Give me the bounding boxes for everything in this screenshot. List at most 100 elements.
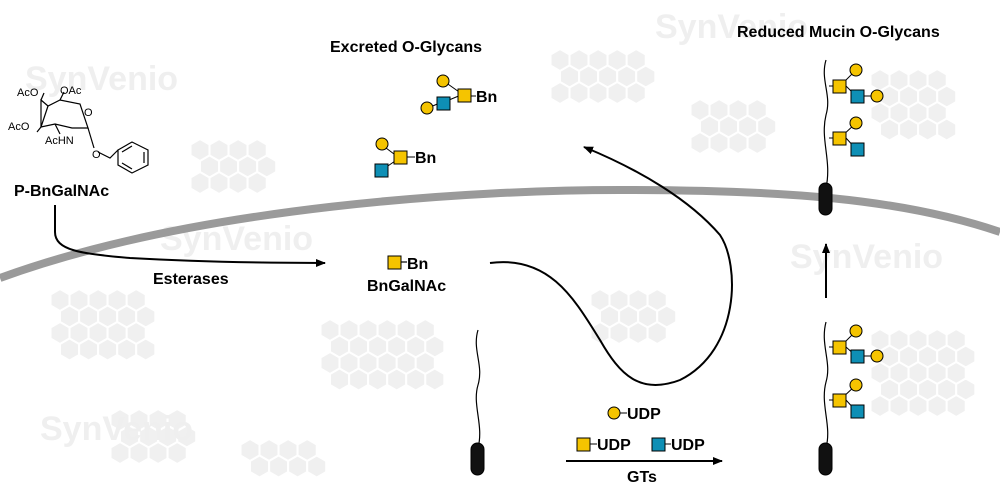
mucin-surface xyxy=(818,59,884,216)
background-hexagon xyxy=(936,117,958,142)
chem-aco-left: AcO xyxy=(8,121,30,133)
mucin-anchor xyxy=(818,442,833,476)
background-hexagon xyxy=(608,320,630,346)
watermark-group: SynVenio SynVenio SynVenio SynVenio SynV… xyxy=(25,8,943,448)
background-hexagon xyxy=(97,337,119,362)
mucin-inner-naked xyxy=(470,329,485,476)
background-hexagon xyxy=(587,80,609,106)
galactose-circle xyxy=(849,378,863,392)
background-hexagon xyxy=(627,320,649,346)
excreted-glycan-1 xyxy=(420,74,476,115)
chem-o-ring: O xyxy=(84,107,93,119)
prodrug-label: P-BnGalNAc xyxy=(14,183,109,200)
background-hexagon xyxy=(708,130,730,156)
background-hexagon xyxy=(424,367,446,392)
mucin-inner-glycosylated xyxy=(818,321,884,476)
chem-aco-top: AcO xyxy=(17,87,39,99)
background-hexagon xyxy=(727,130,749,156)
galactose-circle xyxy=(870,89,884,103)
galnac-square xyxy=(832,340,847,355)
udp-circle-label: UDP xyxy=(627,406,661,423)
background-hexagon xyxy=(879,117,901,142)
background-hexagon xyxy=(189,170,211,196)
mucin-anchor xyxy=(818,182,833,216)
background-hexagon xyxy=(287,454,309,479)
udp-yellow-label: UDP xyxy=(597,437,631,454)
background-hexagon xyxy=(329,367,351,392)
chem-o-link: O xyxy=(92,149,101,161)
chem-achn: AcHN xyxy=(45,135,74,147)
galnac-square xyxy=(832,79,847,94)
background-hexagon xyxy=(306,454,328,479)
background-hexagon xyxy=(78,337,100,362)
galnac-square xyxy=(457,88,472,103)
glcnac-square xyxy=(850,349,865,364)
bn-excreted-2: Bn xyxy=(415,150,436,167)
background-hexagon xyxy=(386,367,408,392)
udp-donors xyxy=(576,406,671,452)
background-hexagon xyxy=(869,393,891,419)
bngalnac-label: BnGalNAc xyxy=(367,278,446,295)
reduced-title: Reduced Mucin O-Glycans xyxy=(737,24,940,41)
galnac-square xyxy=(393,150,408,165)
watermark-1: SynVenio xyxy=(25,60,178,98)
background-hexagon xyxy=(166,440,188,466)
glcnac-square xyxy=(850,404,865,419)
background-hexagon xyxy=(568,80,590,106)
background-hexagon xyxy=(268,454,290,479)
esterase-arrow xyxy=(54,205,326,267)
galactose-circle xyxy=(849,63,863,77)
background-hexagon xyxy=(907,393,929,419)
galactose-circle xyxy=(375,137,389,151)
hexagon-background xyxy=(49,47,977,479)
background-hexagon xyxy=(606,80,628,106)
chem-oac-top: OAc xyxy=(60,85,82,97)
galactose-circle xyxy=(870,349,884,363)
background-hexagon xyxy=(59,337,81,362)
background-hexagon xyxy=(367,367,389,392)
galactose-circle xyxy=(420,101,434,115)
excreted-glycan-2 xyxy=(374,137,415,178)
background-hexagon xyxy=(549,80,571,106)
background-hexagon xyxy=(926,393,948,419)
glcnac-square xyxy=(850,89,865,104)
glcnac-square xyxy=(374,163,389,178)
bn-inside: Bn xyxy=(407,256,428,273)
galnac-square xyxy=(576,437,591,452)
galactose-circle xyxy=(607,406,621,420)
cell-membrane xyxy=(0,185,1000,282)
glcnac-square xyxy=(436,96,451,111)
background-hexagon xyxy=(898,117,920,142)
background-hexagon xyxy=(348,367,370,392)
galactose-circle xyxy=(436,74,450,88)
background-hexagon xyxy=(208,170,230,196)
watermark-5: SynVenio xyxy=(40,410,193,448)
galnac-square-inside xyxy=(387,255,402,270)
galactose-circle xyxy=(849,324,863,338)
watermark-3: SynVenio xyxy=(655,8,808,46)
background-hexagon xyxy=(249,454,271,479)
glcnac-square xyxy=(850,142,865,157)
excretion-arrow xyxy=(489,146,733,386)
galactose-circle xyxy=(849,116,863,130)
background-hexagon xyxy=(227,170,249,196)
watermark-4: SynVenio xyxy=(790,238,943,276)
udp-blue-label: UDP xyxy=(671,437,705,454)
background-hexagon xyxy=(945,393,967,419)
prodrug-structure xyxy=(36,91,149,174)
mucin-anchor xyxy=(470,442,485,476)
gts-label: GTs xyxy=(627,469,657,486)
excreted-title: Excreted O-Glycans xyxy=(330,39,482,56)
glcnac-square xyxy=(651,437,666,452)
background-hexagon xyxy=(917,117,939,142)
galnac-square xyxy=(832,131,847,146)
background-hexagon xyxy=(646,320,668,346)
galnac-square xyxy=(832,393,847,408)
background-hexagon xyxy=(116,337,138,362)
background-hexagon xyxy=(135,337,157,362)
background-hexagon xyxy=(246,170,268,196)
background-hexagon xyxy=(625,80,647,106)
background-hexagon xyxy=(689,130,711,156)
